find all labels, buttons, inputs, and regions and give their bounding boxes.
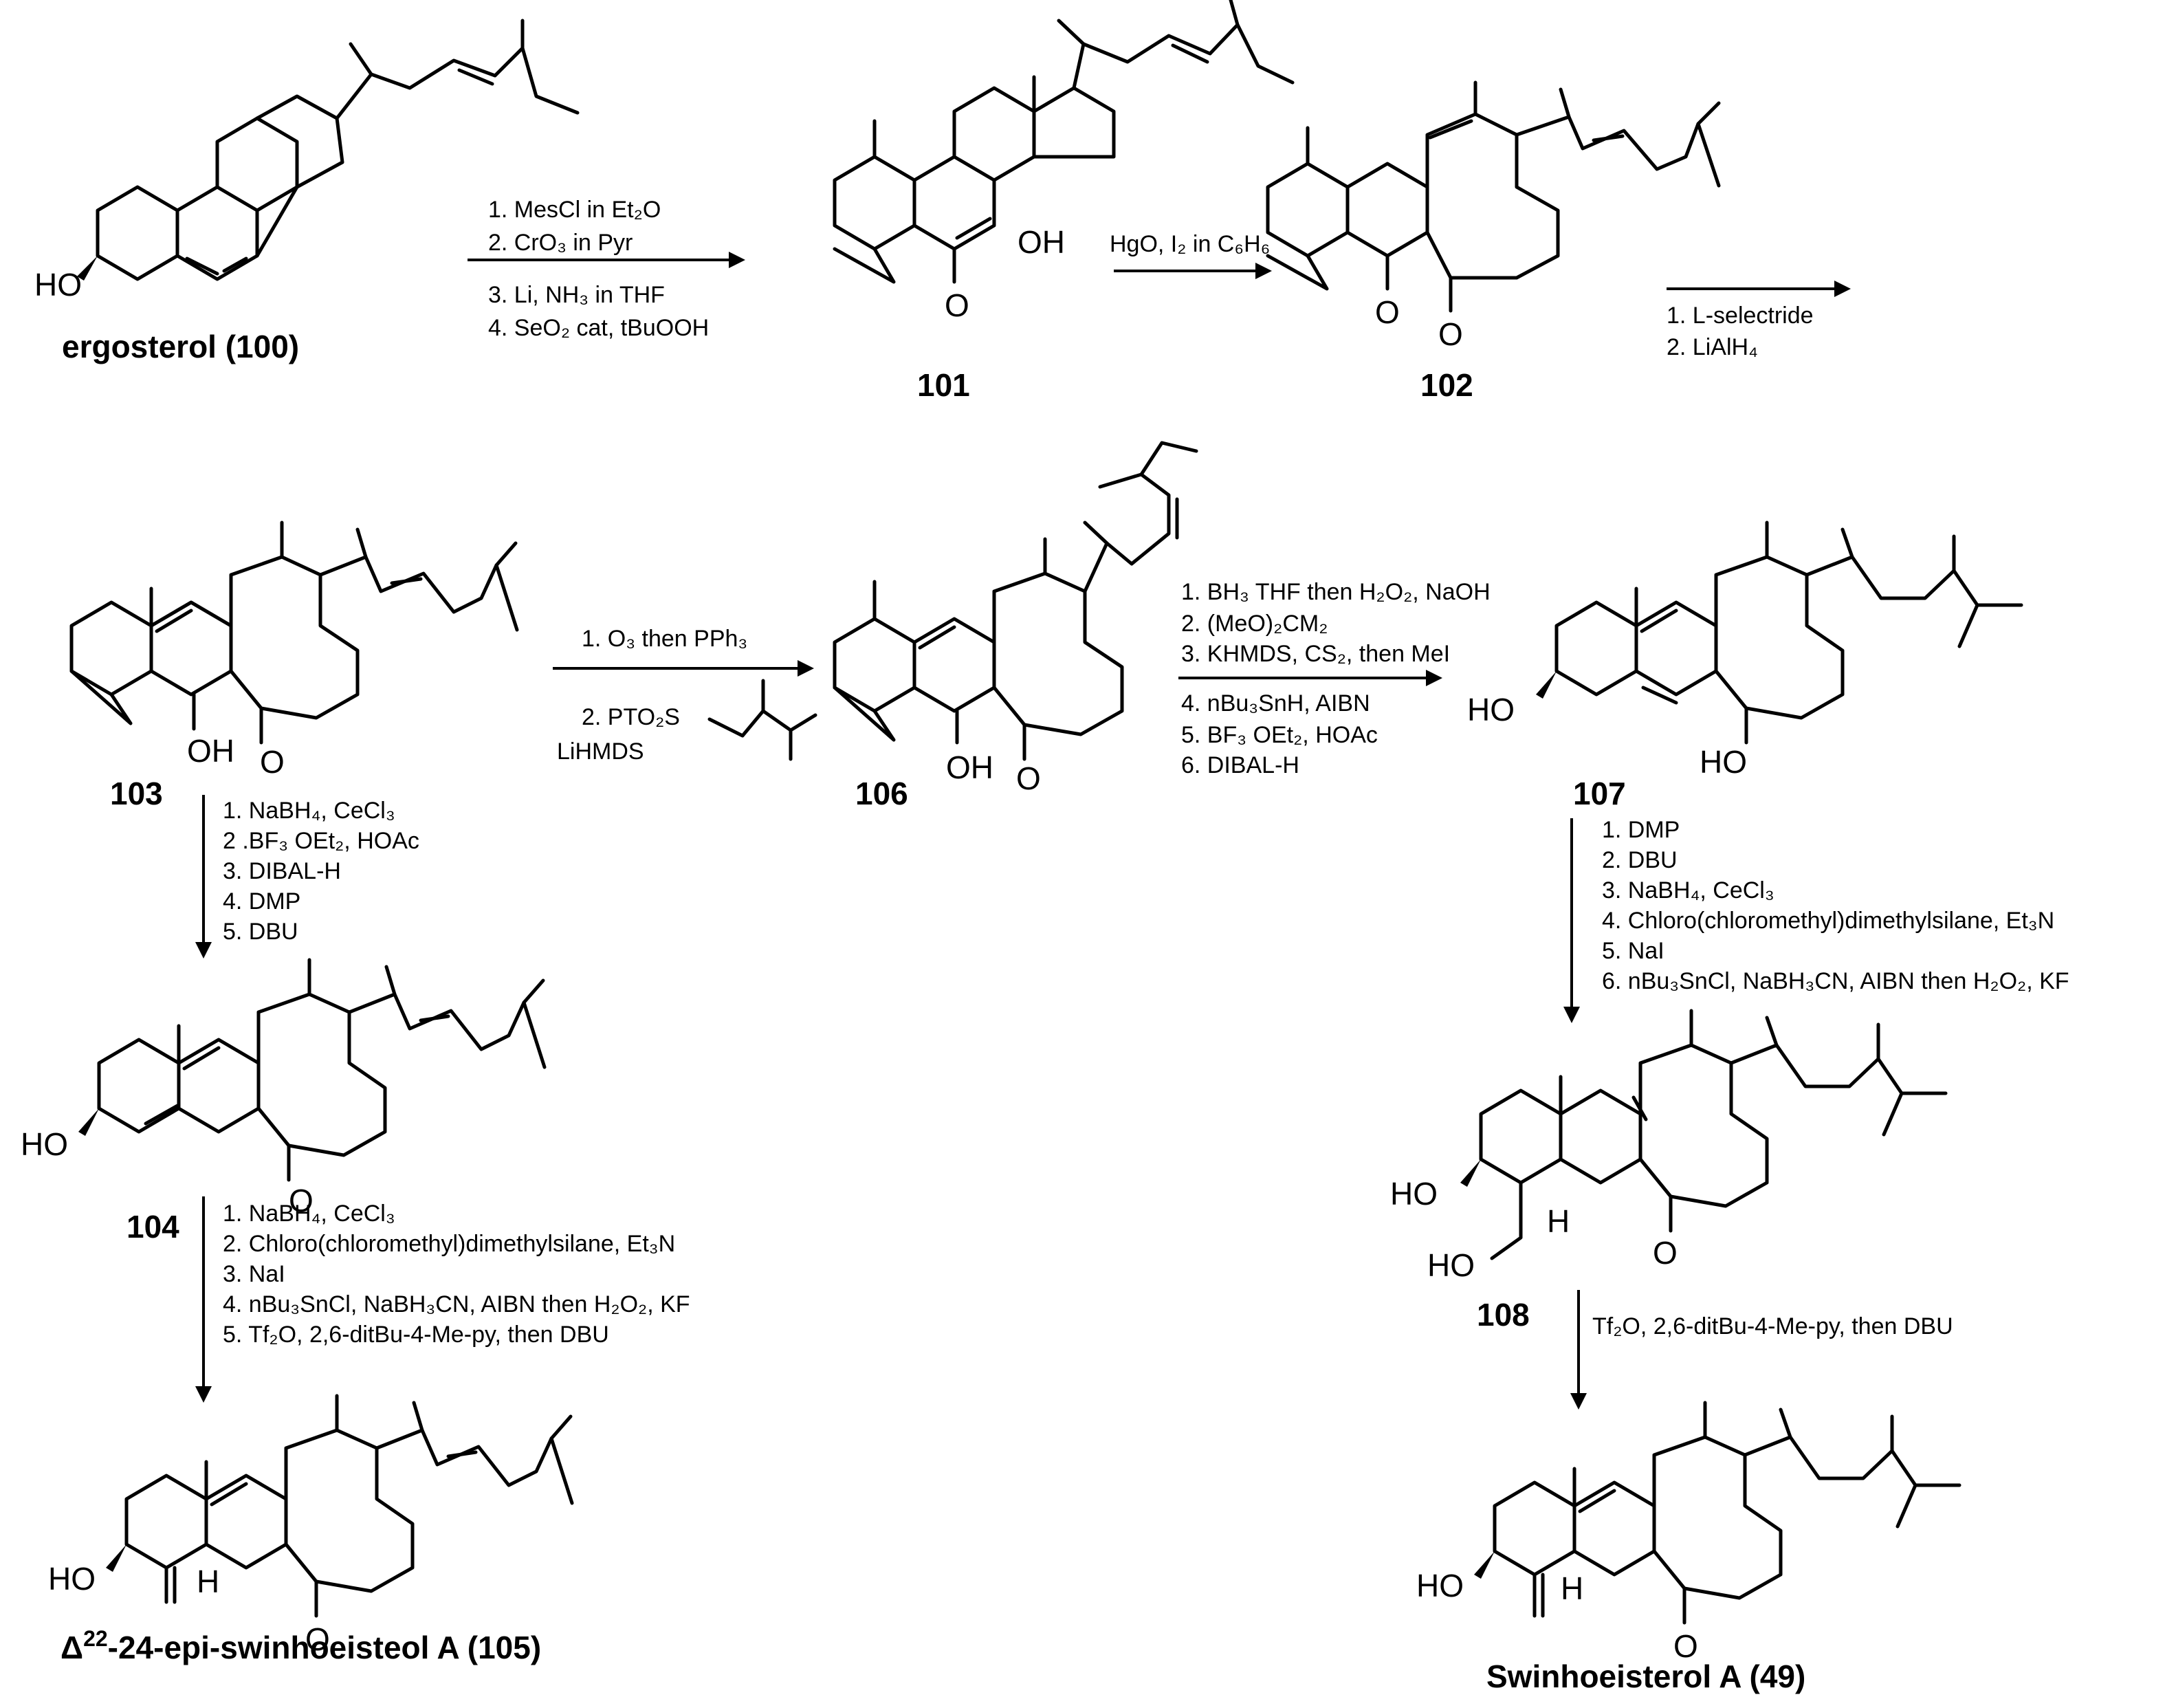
atom-oh: OH xyxy=(187,733,234,769)
condition-line: 2. (MeO)₂CM₂ xyxy=(1181,611,1328,637)
atom-o: O xyxy=(945,287,969,323)
structure-106 xyxy=(833,441,1198,761)
condition-line: 5. DBU xyxy=(223,919,298,945)
compound-label: 107 xyxy=(1573,776,1626,811)
condition-line: 4. SeO₂ cat, tBuOOH xyxy=(488,315,709,341)
condition-line: 4. Chloro(chloromethyl)dimethylsilane, E… xyxy=(1602,908,2054,934)
structure-107 xyxy=(1554,521,2023,745)
condition-line: 6. nBu₃SnCl, NaBH₃CN, AIBN then H₂O₂, KF xyxy=(1602,968,2069,994)
condition-line: 3. DIBAL-H xyxy=(223,858,341,884)
condition-line: 2. LiAlH₄ xyxy=(1667,334,1758,360)
atom-h: H xyxy=(197,1564,219,1599)
atom-ho: HO xyxy=(34,267,82,303)
condition-line: 1. NaBH₄, CeCl₃ xyxy=(223,798,395,824)
compound-label: Δ22-24-epi-swinhoeisteol A (105) xyxy=(61,1626,541,1665)
arrowhead xyxy=(1563,1007,1580,1023)
compound-label: Swinhoeisterol A (49) xyxy=(1486,1658,1805,1694)
arrowhead xyxy=(195,1386,212,1403)
atom-o: O xyxy=(1653,1235,1678,1271)
condition-line: 2 .BF₃ OEt₂, HOAc xyxy=(223,828,419,854)
atom-oh: OH xyxy=(946,749,993,785)
atom-ho: HO xyxy=(1427,1247,1475,1283)
atom-oh: OH xyxy=(1018,224,1065,260)
atom-ho: HO xyxy=(1700,744,1747,780)
arrowhead xyxy=(195,942,212,959)
arrowhead xyxy=(1255,263,1272,279)
atom-o: O xyxy=(1438,316,1463,352)
atom-o: O xyxy=(1016,760,1041,796)
atom-o: O xyxy=(1375,294,1400,330)
condition-line: 1. BH₃ THF then H₂O₂, NaOH xyxy=(1181,579,1491,605)
sulfone-side-chain xyxy=(707,679,817,761)
condition-line: 5. BF₃ OEt₂, HOAc xyxy=(1181,722,1378,748)
atom-ho: HO xyxy=(1416,1568,1464,1603)
conditions-step-1: 1. MesCl in Et₂O 2. CrO₃ in Pyr 3. Li, N… xyxy=(488,197,709,341)
atom-ho: HO xyxy=(48,1561,96,1597)
condition-line: 3. KHMDS, CS₂, then MeI xyxy=(1181,641,1450,667)
compound-label: 106 xyxy=(855,776,908,811)
compound-label: 103 xyxy=(110,776,163,811)
compound-label: ergosterol (100) xyxy=(62,329,299,364)
atom-h: H xyxy=(1547,1203,1570,1239)
condition-line: 1. NaBH₄, CeCl₃ xyxy=(223,1201,395,1227)
atom-ho: HO xyxy=(1390,1176,1438,1212)
structure-104 xyxy=(97,958,547,1182)
condition-line: 4. nBu₃SnH, AIBN xyxy=(1181,690,1370,716)
condition-line: 2. CrO₃ in Pyr xyxy=(488,230,633,256)
conditions-step-7: 1. NaBH₄, CeCl₃ 2. Chloro(chloromethyl)d… xyxy=(223,1201,690,1348)
condition-line: 2. Chloro(chloromethyl)dimethylsilane, E… xyxy=(223,1231,675,1257)
atom-ho: HO xyxy=(1467,692,1515,727)
structure-103 xyxy=(69,521,519,745)
condition-line: 2. PTO₂S xyxy=(582,704,680,730)
arrowhead xyxy=(1426,670,1442,686)
structure-105 xyxy=(124,1394,574,1618)
conditions-step-6: 1. NaBH₄, CeCl₃ 2 .BF₃ OEt₂, HOAc 3. DIB… xyxy=(223,798,419,945)
arrowhead xyxy=(1834,281,1851,297)
condition-line: 4. DMP xyxy=(223,888,300,915)
structure-101 xyxy=(833,0,1295,284)
condition-line: 5. NaI xyxy=(1602,938,1664,964)
condition-line: LiHMDS xyxy=(557,738,644,765)
arrowhead xyxy=(1570,1393,1587,1410)
condition-line: 3. NaBH₄, CeCl₃ xyxy=(1602,877,1774,904)
atom-o: O xyxy=(260,744,285,780)
atom-o: O xyxy=(1673,1628,1698,1664)
atom-o: O xyxy=(305,1621,330,1657)
atom-o: O xyxy=(289,1183,314,1218)
condition-line: 5. Tf₂O, 2,6-ditBu-4-Me-py, then DBU xyxy=(223,1322,609,1348)
structure-108 xyxy=(1479,1009,1948,1260)
structure-102 xyxy=(1266,80,1721,313)
conditions-step-8: 1. DMP 2. DBU 3. NaBH₄, CeCl₃ 4. Chloro(… xyxy=(1602,817,2069,994)
compound-label: 101 xyxy=(917,367,970,403)
compound-label: 108 xyxy=(1477,1297,1530,1333)
structure-ergosterol xyxy=(96,19,580,281)
condition-line: 1. DMP xyxy=(1602,817,1680,843)
condition-line: Tf₂O, 2,6-ditBu-4-Me-py, then DBU xyxy=(1592,1313,1953,1339)
atom-h: H xyxy=(1561,1570,1583,1606)
condition-line: 2. DBU xyxy=(1602,847,1678,873)
compound-label: 104 xyxy=(127,1209,179,1245)
condition-line: 6. DIBAL-H xyxy=(1181,752,1299,778)
condition-line: 3. NaI xyxy=(223,1261,285,1287)
atom-ho: HO xyxy=(21,1126,68,1162)
structure-49 xyxy=(1493,1401,1961,1625)
compound-label: 102 xyxy=(1420,367,1473,403)
condition-line: HgO, I₂ in C₆H₆ xyxy=(1110,231,1270,257)
condition-line: 3. Li, NH₃ in THF xyxy=(488,282,665,308)
arrowhead xyxy=(798,660,814,677)
condition-line: 1. L-selectride xyxy=(1667,303,1814,329)
arrowhead xyxy=(729,252,745,268)
condition-line: 1. MesCl in Et₂O xyxy=(488,197,661,223)
condition-line: 1. O₃ then PPh₃ xyxy=(582,626,747,652)
conditions-step-3: 1. L-selectride 2. LiAlH₄ xyxy=(1667,303,1814,360)
condition-line: 4. nBu₃SnCl, NaBH₃CN, AIBN then H₂O₂, KF xyxy=(223,1291,690,1317)
conditions-step-4: 1. O₃ then PPh₃ 2. PTO₂S LiHMDS xyxy=(557,626,747,765)
conditions-step-5: 1. BH₃ THF then H₂O₂, NaOH 2. (MeO)₂CM₂ … xyxy=(1181,579,1491,778)
